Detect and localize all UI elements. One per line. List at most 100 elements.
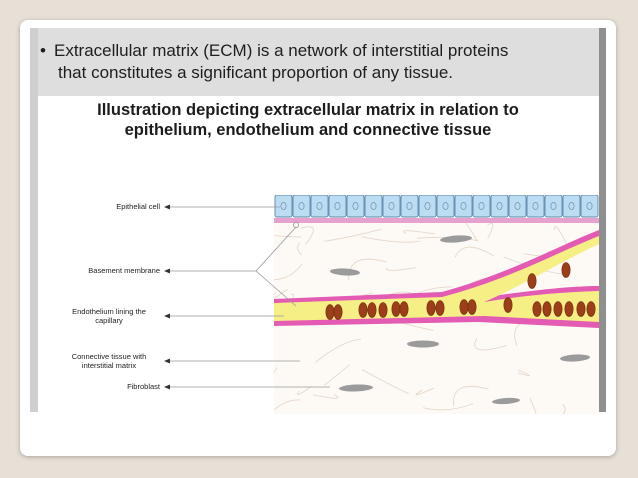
cell-nucleus bbox=[460, 201, 467, 211]
red-blood-cell bbox=[576, 301, 586, 317]
red-blood-cell bbox=[325, 304, 335, 320]
collagen-fiber bbox=[385, 267, 417, 271]
epithelial-cell bbox=[454, 195, 473, 218]
cell-nucleus bbox=[370, 201, 377, 211]
cell-nucleus bbox=[586, 201, 593, 211]
slide: • Extracellular matrix (ECM) is a networ… bbox=[20, 20, 616, 456]
label-endothelium: Endothelium lining the capillary bbox=[72, 307, 146, 325]
collagen-fiber bbox=[415, 387, 434, 396]
epithelial-cell bbox=[292, 195, 311, 218]
collagen-fiber bbox=[324, 364, 351, 386]
cell-nucleus bbox=[550, 201, 557, 211]
epithelial-cell bbox=[274, 195, 293, 218]
cell-nucleus bbox=[442, 201, 449, 211]
cell-nucleus bbox=[388, 201, 395, 211]
cell-nucleus bbox=[532, 201, 539, 211]
arrow-endothelium bbox=[164, 313, 170, 319]
ecm-diagram bbox=[164, 195, 599, 414]
collagen-fiber bbox=[361, 369, 409, 394]
arrow-connective bbox=[164, 358, 170, 364]
slide-right-bar bbox=[599, 28, 606, 412]
collagen-fiber bbox=[422, 403, 474, 411]
cell-nucleus bbox=[352, 201, 359, 211]
epithelial-cell bbox=[382, 195, 401, 218]
cell-nucleus bbox=[334, 201, 341, 211]
fibroblast-cell bbox=[492, 397, 520, 405]
red-blood-cell bbox=[378, 302, 388, 318]
cell-nucleus bbox=[568, 201, 575, 211]
label-basement-membrane: Basement membrane bbox=[88, 266, 160, 275]
basement-membrane bbox=[274, 218, 599, 223]
red-blood-cells bbox=[325, 262, 596, 320]
figure-title-line-1: Illustration depicting extracellular mat… bbox=[97, 101, 519, 119]
collagen-fiber bbox=[297, 242, 302, 256]
collagen-fiber bbox=[274, 399, 300, 411]
epithelial-cell bbox=[310, 195, 329, 218]
red-blood-cell bbox=[391, 301, 401, 317]
epithelial-cell bbox=[328, 195, 347, 218]
collagen-fiber bbox=[487, 223, 494, 239]
pointer-basement-end bbox=[292, 222, 299, 229]
collagen-fiber bbox=[315, 338, 362, 363]
collagen-fiber bbox=[553, 226, 568, 245]
red-blood-cell bbox=[564, 301, 574, 317]
cell-nucleus bbox=[298, 201, 305, 211]
collagen-fiber bbox=[361, 236, 421, 243]
cell-nucleus bbox=[406, 201, 413, 211]
red-blood-cell bbox=[527, 273, 537, 289]
label-fibroblast: Fibroblast bbox=[127, 382, 160, 391]
red-blood-cell bbox=[532, 301, 542, 317]
red-blood-cell bbox=[367, 302, 377, 318]
bullet-line-2: that constitutes a significant proportio… bbox=[58, 63, 454, 82]
epithelial-cell bbox=[562, 195, 581, 218]
epithelial-cell bbox=[526, 195, 545, 218]
fibroblast-cell bbox=[407, 340, 439, 348]
capillary bbox=[274, 230, 599, 328]
red-blood-cell bbox=[435, 300, 445, 316]
collagen-fiber bbox=[274, 289, 288, 299]
figure-area: Illustration depicting extracellular mat… bbox=[38, 96, 599, 414]
arrow-basement bbox=[164, 268, 170, 274]
epithelial-cell bbox=[346, 195, 365, 218]
cell-nucleus bbox=[478, 201, 485, 211]
red-blood-cell bbox=[467, 299, 477, 315]
figure-title-line-2: epithelium, endothelium and connective t… bbox=[124, 121, 492, 139]
collagen-fiber bbox=[300, 226, 314, 245]
epithelial-cell bbox=[400, 195, 419, 218]
fibroblast-cell bbox=[330, 268, 360, 276]
collagen-fiber bbox=[454, 246, 495, 258]
red-blood-cell bbox=[553, 301, 563, 317]
cell-nucleus bbox=[514, 201, 521, 211]
bullet-line-1: Extracellular matrix (ECM) is a network … bbox=[54, 41, 509, 60]
epithelial-cell bbox=[472, 195, 491, 218]
cell-nucleus bbox=[280, 201, 287, 211]
collagen-fiber bbox=[453, 385, 489, 406]
collagen-fiber bbox=[402, 230, 435, 235]
pointer-lines bbox=[168, 206, 330, 388]
collagen-fiber bbox=[274, 367, 278, 374]
pointer-arrowheads bbox=[164, 204, 170, 390]
collagen-fiber bbox=[274, 263, 303, 281]
epithelial-cell bbox=[364, 195, 383, 218]
red-blood-cell bbox=[358, 302, 368, 318]
red-blood-cell bbox=[503, 297, 513, 313]
collagen-fiber bbox=[561, 403, 566, 414]
fibroblast-cell bbox=[440, 235, 472, 243]
arrow-fibroblast bbox=[164, 384, 170, 390]
arrow-epithelial bbox=[164, 204, 170, 210]
collagen-fiber bbox=[274, 234, 301, 238]
cell-nucleus bbox=[496, 201, 503, 211]
red-blood-cell bbox=[542, 301, 552, 317]
epithelial-cell bbox=[436, 195, 455, 218]
epithelial-cell bbox=[418, 195, 437, 218]
collagen-fiber bbox=[297, 386, 312, 396]
cell-nucleus bbox=[424, 201, 431, 211]
red-blood-cell bbox=[426, 300, 436, 316]
collagen-fiber bbox=[474, 338, 508, 351]
figure-title: Illustration depicting extracellular mat… bbox=[38, 100, 578, 140]
bullet-point: • Extracellular matrix (ECM) is a networ… bbox=[40, 40, 574, 84]
red-blood-cell bbox=[333, 304, 343, 320]
red-blood-cell bbox=[586, 301, 596, 317]
fibroblast-cell bbox=[560, 354, 590, 362]
red-blood-cell bbox=[561, 262, 571, 278]
